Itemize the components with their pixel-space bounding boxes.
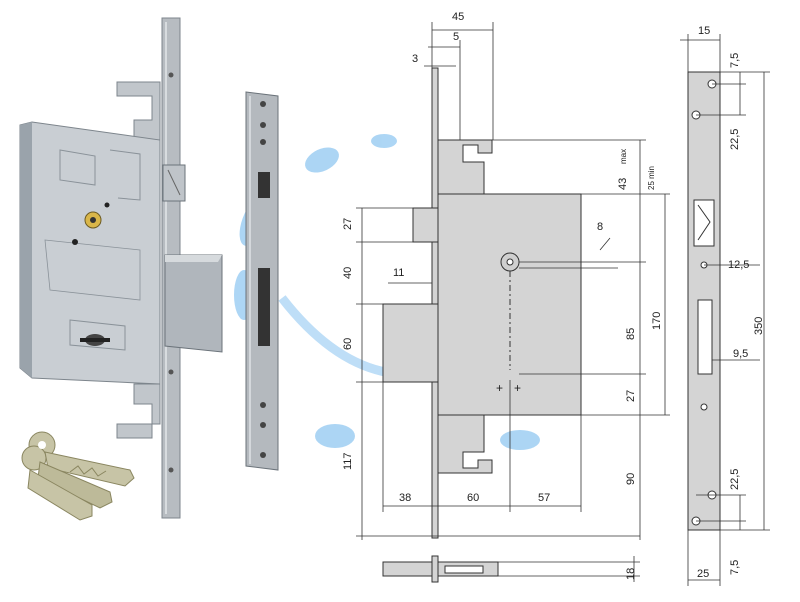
- strike-plate-illustration: [245, 91, 279, 471]
- dim-label: 22,5: [729, 129, 741, 150]
- dim-label: max: [619, 149, 628, 164]
- dim-label: 7,5: [729, 560, 741, 575]
- dim-label: 60: [467, 492, 479, 504]
- faceplate-drawing: [687, 71, 721, 531]
- dim-label: 85: [625, 328, 637, 340]
- dim-label: 8: [597, 221, 603, 233]
- front-view-drawing: + +: [382, 67, 582, 539]
- dimension-lines: [356, 22, 670, 540]
- dim-label: 22,5: [729, 469, 741, 490]
- faceplate-dimension-lines: [680, 34, 770, 586]
- side-view-drawing: [382, 555, 640, 583]
- dim-label: 57: [538, 492, 550, 504]
- dim-label: 38: [399, 492, 411, 504]
- dim-label: 45: [452, 11, 464, 23]
- dim-label: 40: [342, 267, 354, 279]
- dim-label: 9,5: [733, 348, 748, 360]
- lock-deadbolt: [164, 254, 223, 353]
- svg-text:+: +: [496, 381, 503, 395]
- dim-label: 25: [697, 568, 709, 580]
- dimension-labels: 45 5 3 27 40 11 60 117 38 60 57 43 max 2…: [342, 11, 765, 580]
- dim-label: 11: [393, 267, 404, 279]
- dim-label: 3: [412, 53, 418, 65]
- lock-illustration: [19, 17, 223, 519]
- dim-label: 350: [753, 317, 765, 335]
- dim-label: 27: [342, 218, 354, 230]
- dim-label: 25 min: [647, 166, 656, 190]
- dim-label: 60: [342, 338, 354, 350]
- dim-label: 15: [698, 25, 710, 37]
- dim-label: 90: [625, 473, 637, 485]
- dim-label: 12,5: [728, 259, 749, 271]
- keys-icon: [21, 431, 135, 521]
- dim-label: 43: [617, 178, 629, 190]
- svg-text:+: +: [514, 381, 521, 395]
- dim-label: 18: [625, 568, 637, 580]
- upper-hook-bolt: [116, 81, 161, 141]
- dim-label: 170: [651, 312, 663, 330]
- dim-label: 27: [625, 390, 637, 402]
- dim-label: 117: [342, 452, 354, 470]
- lower-hook-bolt: [116, 383, 161, 439]
- dim-label: 7,5: [729, 53, 741, 68]
- dim-label: 5: [453, 31, 459, 43]
